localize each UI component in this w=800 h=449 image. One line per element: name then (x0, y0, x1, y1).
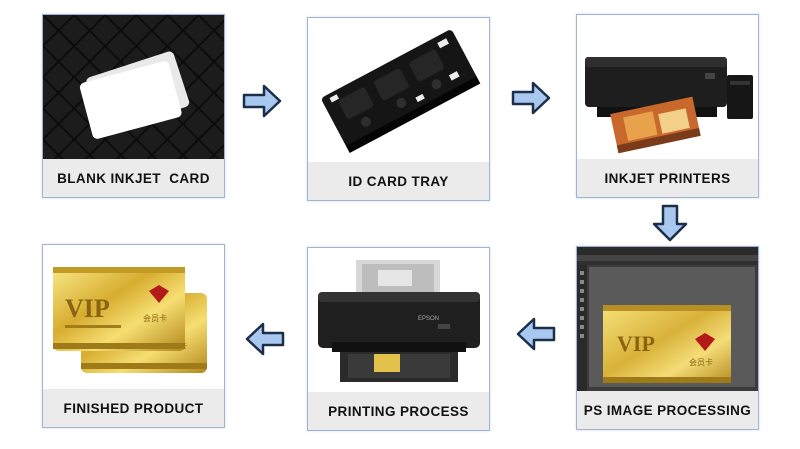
step-ps-image-processing: VIP 会员卡 PS IMAGE PROCESSING (576, 246, 759, 430)
arrow-left-icon (245, 322, 285, 356)
arrow-right-icon (511, 81, 551, 115)
step-printing-process: EPSON PRINTING PROCESS (307, 247, 490, 431)
step-label: FINISHED PRODUCT (43, 389, 224, 427)
finished-vip-cards-image: 会员卡 VIP 会员卡 (43, 245, 224, 389)
ps-card-vip-text: VIP (617, 331, 655, 356)
step-inkjet-printers: INKJET PRINTERS (576, 14, 759, 198)
step-label: INKJET PRINTERS (577, 159, 758, 197)
inkjet-printer-image (577, 15, 758, 159)
step-blank-inkjet-card: BLANK INKJET CARD (42, 14, 225, 198)
step-label: PRINTING PROCESS (308, 392, 489, 430)
step-label: BLANK INKJET CARD (43, 159, 224, 197)
arrow-right-icon (242, 84, 282, 118)
step-label: PS IMAGE PROCESSING (577, 391, 758, 429)
front-card-vip-text: VIP (65, 294, 110, 323)
step-finished-product: 会员卡 VIP 会员卡 FINISHED PRODUCT (42, 244, 225, 428)
front-card-brand-text: 会员卡 (143, 313, 167, 323)
printer-brand-text: EPSON (418, 316, 439, 322)
photoshop-screenshot: VIP 会员卡 (577, 247, 758, 391)
blank-cards-image (43, 15, 224, 159)
printing-process-image: EPSON (308, 248, 489, 392)
ps-card-brand-text: 会员卡 (689, 357, 713, 367)
arrow-left-icon (516, 317, 556, 351)
id-card-tray-image (308, 18, 489, 162)
step-label: ID CARD TRAY (308, 162, 489, 200)
arrow-down-icon (652, 204, 688, 242)
step-id-card-tray: ID CARD TRAY (307, 17, 490, 201)
